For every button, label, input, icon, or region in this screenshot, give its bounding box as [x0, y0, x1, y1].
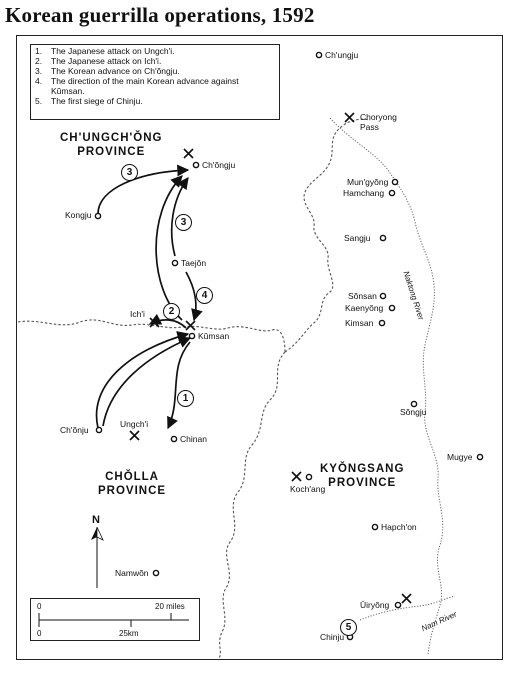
town-dot-mugye: [476, 453, 484, 461]
nam-river: [359, 595, 456, 621]
place-chungju: Ch'ungju: [325, 50, 359, 60]
map-frame: [16, 35, 503, 660]
naktong-river: [329, 117, 444, 656]
scale-miles: 20 miles: [155, 602, 185, 611]
place-ungchi: Ungch'i: [120, 419, 149, 429]
town-dot-namwon: [152, 569, 160, 577]
place-taejon: Taejŏn: [181, 258, 207, 268]
scale-km: 25km: [119, 629, 139, 638]
place-songju: Sŏngju: [400, 407, 427, 417]
province-borders: [17, 118, 371, 661]
battle-cross-kumsan: [185, 320, 196, 331]
marker-2: 2: [163, 303, 180, 320]
scale-miles-zero: 0: [37, 602, 42, 611]
place-kongju: Kongju: [65, 210, 92, 220]
marker-5: 5: [340, 619, 357, 636]
town-dot-kochang: [305, 473, 313, 481]
town-dot-kaenyong: [388, 304, 396, 312]
arrow-kumsan-ungchi: [167, 341, 191, 430]
town-dot-kongju: [94, 212, 102, 220]
place-chinju: Chinju: [320, 632, 345, 642]
movement-arrows: [95, 164, 203, 430]
arrow-kumsan-ichi: [148, 313, 187, 329]
place-hapchon: Hapch'on: [381, 522, 417, 532]
town-dots: [94, 51, 484, 641]
place-hamchang: Hamchang: [343, 188, 385, 198]
town-dot-sonsan: [379, 292, 387, 300]
legend-item-3: 3.The Korean advance on Ch'ŏngju.: [35, 66, 180, 76]
place-kumsan: Kŭmsan: [198, 331, 230, 341]
place-kaenyong: Kaenyŏng: [345, 303, 384, 313]
marker-1: 1: [177, 390, 194, 407]
place-namwon: Namwŏn: [115, 568, 149, 578]
legend-item-4: 4.The direction of the main Korean advan…: [35, 76, 239, 96]
place-mungyong: Mun'gyŏng: [347, 177, 389, 187]
north-arrow-graphic: [91, 526, 104, 588]
map-title: Korean guerrilla operations, 1592: [5, 3, 315, 27]
marker-3-advance-2: 3: [175, 214, 192, 231]
town-dot-chongju: [192, 161, 200, 169]
town-dot-chungju: [315, 51, 323, 59]
town-dot-kumsan: [188, 332, 196, 340]
marker-3-advance: 3: [121, 164, 138, 181]
arrow-chonju-kumsan-2: [102, 336, 192, 427]
arrow-taejon-kumsan: [185, 271, 203, 322]
place-ichi: Ich'i: [130, 309, 145, 319]
legend-item-1: 1.The Japanese attack on Ungch'i.: [35, 46, 175, 56]
map-legend: 1.The Japanese attack on Ungch'i. 2.The …: [30, 44, 280, 120]
town-dot-sangju: [379, 234, 387, 242]
battle-cross-ichi: [149, 317, 160, 328]
battle-cross-kochang: [291, 471, 302, 482]
arrow-chonju-kumsan-1: [95, 331, 190, 429]
rivers: [329, 117, 456, 656]
battle-cross-chongju: [183, 148, 194, 159]
place-sonsan: Sŏnsan: [348, 291, 377, 301]
place-chongju: Ch'ŏngju: [202, 160, 236, 170]
place-uryong: Ŭiryŏng: [360, 600, 390, 610]
place-mugye: Mugye: [447, 452, 473, 462]
battle-cross-ungchi: [129, 430, 140, 441]
town-dot-uryong: [394, 601, 402, 609]
arrow-taejon-chongju: [170, 177, 189, 257]
town-dot-songju: [410, 400, 418, 408]
town-dot-hamchang: [388, 189, 396, 197]
town-dot-chonju: [95, 426, 103, 434]
battle-cross-choryong: [344, 112, 355, 123]
place-sangju: Sangju: [344, 233, 371, 243]
marker-4: 4: [196, 287, 213, 304]
place-kochang: Koch'ang: [290, 484, 326, 494]
place-chinan: Chinan: [180, 434, 207, 444]
battle-cross-uryong: [401, 593, 412, 604]
legend-item-5: 5.The first siege of Chinju.: [35, 96, 143, 106]
border-cholla-kyongsang: [217, 351, 286, 661]
border-chungchong-kyongsang: [284, 118, 371, 353]
town-dot-chinan: [170, 435, 178, 443]
town-dot-hapchon: [371, 523, 379, 531]
arrow-kongju-chongju: [97, 164, 190, 215]
place-kimsan: Kimsan: [345, 318, 374, 328]
town-dot-mungyong: [391, 178, 399, 186]
town-dot-kimsan: [378, 319, 386, 327]
town-dot-taejon: [171, 259, 179, 267]
scale-km-zero: 0: [37, 629, 42, 638]
legend-item-2: 2.The Japanese attack on Ich'i.: [35, 56, 162, 66]
north-label: N: [92, 514, 100, 526]
scale-bar-lines: [38, 613, 189, 627]
scale-bar: 0 20 miles 0 25km: [30, 598, 200, 641]
battle-crosses: [129, 112, 412, 604]
place-chonju: Ch'ŏnju: [60, 425, 89, 435]
